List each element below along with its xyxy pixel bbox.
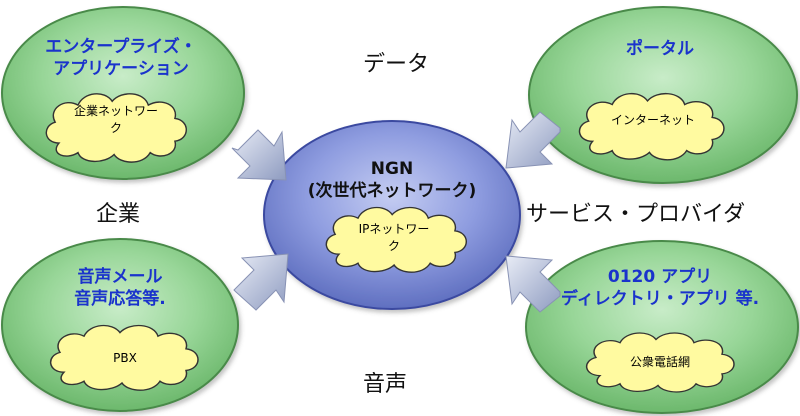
internet-text: インターネット: [610, 113, 695, 127]
ngn-title-line2: (次世代ネットワーク): [307, 181, 477, 201]
directory-app-title-line1: 0120 アプリ: [607, 267, 713, 287]
arrow-top-right: [505, 111, 561, 169]
ngn-title-line1: NGN: [370, 159, 414, 179]
voice-mail-title: 音声メール 音声応答等.: [40, 266, 200, 310]
ip-network-line2: ク: [387, 239, 400, 253]
ngn-title: NGN (次世代ネットワーク): [280, 158, 504, 202]
data-label: データ: [363, 52, 430, 77]
voice-label: 音声: [363, 372, 408, 397]
arrow-bottom-right: [505, 255, 561, 313]
enterprise-label: 企業: [96, 202, 141, 227]
enterprise-app-title-line2: アプリケーション: [53, 59, 189, 79]
enterprise-app-title-line1: エンタープライズ・: [45, 37, 197, 57]
enterprise-network-text: 企業ネットワー ク: [52, 103, 180, 137]
enterprise-network-line1: 企業ネットワー: [73, 104, 158, 118]
voice-mail-title-line2: 音声応答等.: [74, 289, 166, 309]
enterprise-app-title: エンタープライズ・ アプリケーション: [16, 36, 226, 80]
ip-network-line1: IPネットワー: [358, 222, 430, 236]
pbx-text: PBX: [113, 351, 137, 365]
service-provider-label: サービス・プロバイダ: [526, 202, 746, 227]
arrow-top-left: [231, 129, 287, 181]
arrow-bottom-left: [233, 253, 289, 311]
portal-title: ポータル: [626, 39, 694, 59]
public-telephone-text: 公衆電話網: [629, 355, 690, 369]
directory-app-title: 0120 アプリ ディレクトリ・アプリ 等.: [540, 266, 780, 310]
directory-app-title-line2: ディレクトリ・アプリ 等.: [560, 289, 760, 309]
voice-mail-title-line1: 音声メール: [77, 267, 163, 287]
ip-network-text: IPネットワー ク: [330, 221, 458, 255]
enterprise-network-line2: ク: [109, 121, 122, 135]
